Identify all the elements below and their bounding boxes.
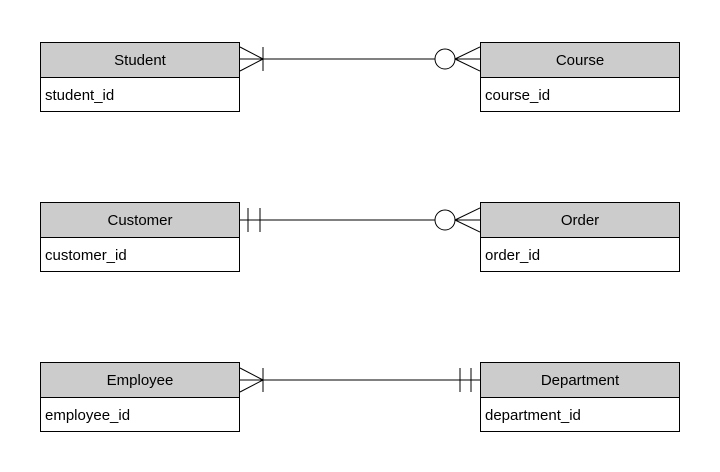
- exactly-one-double-bar-icon: [459, 368, 472, 392]
- relationship-customer-order: [240, 198, 480, 242]
- relationship-student-course: [240, 37, 480, 81]
- many-crows-foot-icon: [454, 207, 480, 233]
- entity-customer-title: Customer: [41, 203, 239, 238]
- zero-circle-icon: [434, 48, 456, 70]
- entity-employee-attribute: employee_id: [45, 406, 131, 424]
- entity-customer-attribute: customer_id: [45, 246, 127, 264]
- entity-customer: Customer customer_id: [40, 202, 240, 272]
- entity-order-attribute: order_id: [485, 246, 541, 264]
- exactly-one-double-bar-icon: [247, 208, 261, 232]
- many-crows-foot-icon: [454, 46, 480, 72]
- entity-student-attribute: student_id: [45, 86, 115, 104]
- entity-student-title: Student: [41, 43, 239, 78]
- relationship-employee-department: [240, 358, 480, 402]
- entity-department: Department department_id: [480, 362, 680, 432]
- entity-department-title: Department: [481, 363, 679, 398]
- zero-circle-icon: [434, 209, 456, 231]
- entity-order: Order order_id: [480, 202, 680, 272]
- entity-order-title: Order: [481, 203, 679, 238]
- one-or-many-crows-foot-icon: [240, 367, 264, 393]
- entity-course-attribute: course_id: [485, 86, 551, 104]
- entity-student: Student student_id: [40, 42, 240, 112]
- entity-department-attribute: department_id: [485, 406, 581, 424]
- entity-employee: Employee employee_id: [40, 362, 240, 432]
- one-or-many-crows-foot-icon: [240, 46, 264, 72]
- entity-course: Course course_id: [480, 42, 680, 112]
- entity-employee-title: Employee: [41, 363, 239, 398]
- entity-course-title: Course: [481, 43, 679, 78]
